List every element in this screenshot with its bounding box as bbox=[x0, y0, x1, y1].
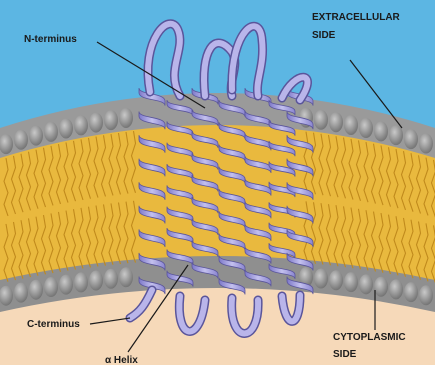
lipid-head bbox=[374, 121, 388, 141]
lipid-head bbox=[29, 126, 43, 146]
lipid-head bbox=[404, 282, 418, 302]
lipid-head bbox=[314, 269, 328, 289]
lipid-head bbox=[59, 275, 73, 295]
lipid-head bbox=[104, 269, 118, 289]
lipid-head bbox=[359, 118, 373, 138]
lipid-head bbox=[104, 110, 118, 130]
cytoplasmic-label-line1: CYTOPLASMIC bbox=[333, 332, 406, 343]
lipid-head bbox=[374, 277, 388, 297]
lipid-head bbox=[329, 270, 343, 290]
lipid-head bbox=[314, 110, 328, 130]
lipid-head bbox=[59, 118, 73, 138]
lipid-head bbox=[344, 115, 358, 135]
lipid-head bbox=[359, 274, 373, 294]
lipid-head bbox=[74, 115, 88, 135]
lipid-head bbox=[119, 108, 133, 128]
helix-label: α Helix bbox=[105, 355, 138, 365]
lipid-head bbox=[14, 130, 28, 150]
lipid-head bbox=[404, 129, 418, 149]
lipid-head bbox=[74, 272, 88, 292]
lipid-head bbox=[119, 267, 133, 287]
lipid-head bbox=[14, 283, 28, 303]
lipid-head bbox=[419, 285, 433, 305]
lipid-head bbox=[419, 134, 433, 154]
lipid-head bbox=[89, 270, 103, 290]
lipid-head bbox=[44, 277, 58, 297]
lipid-head bbox=[344, 272, 358, 292]
extracellular-label-line1: EXTRACELLULAR bbox=[312, 12, 401, 23]
extracellular-label-line2: SIDE bbox=[312, 30, 336, 41]
n-terminus-label: N-terminus bbox=[24, 34, 77, 45]
cytoplasmic-label-line2: SIDE bbox=[333, 349, 357, 360]
lipid-head bbox=[389, 279, 403, 299]
lipid-head bbox=[89, 113, 103, 133]
c-terminus-label: C-terminus bbox=[27, 319, 80, 330]
lipid-head bbox=[329, 112, 343, 132]
lipid-head bbox=[389, 125, 403, 145]
lipid-head bbox=[29, 280, 43, 300]
lipid-head bbox=[44, 122, 58, 142]
